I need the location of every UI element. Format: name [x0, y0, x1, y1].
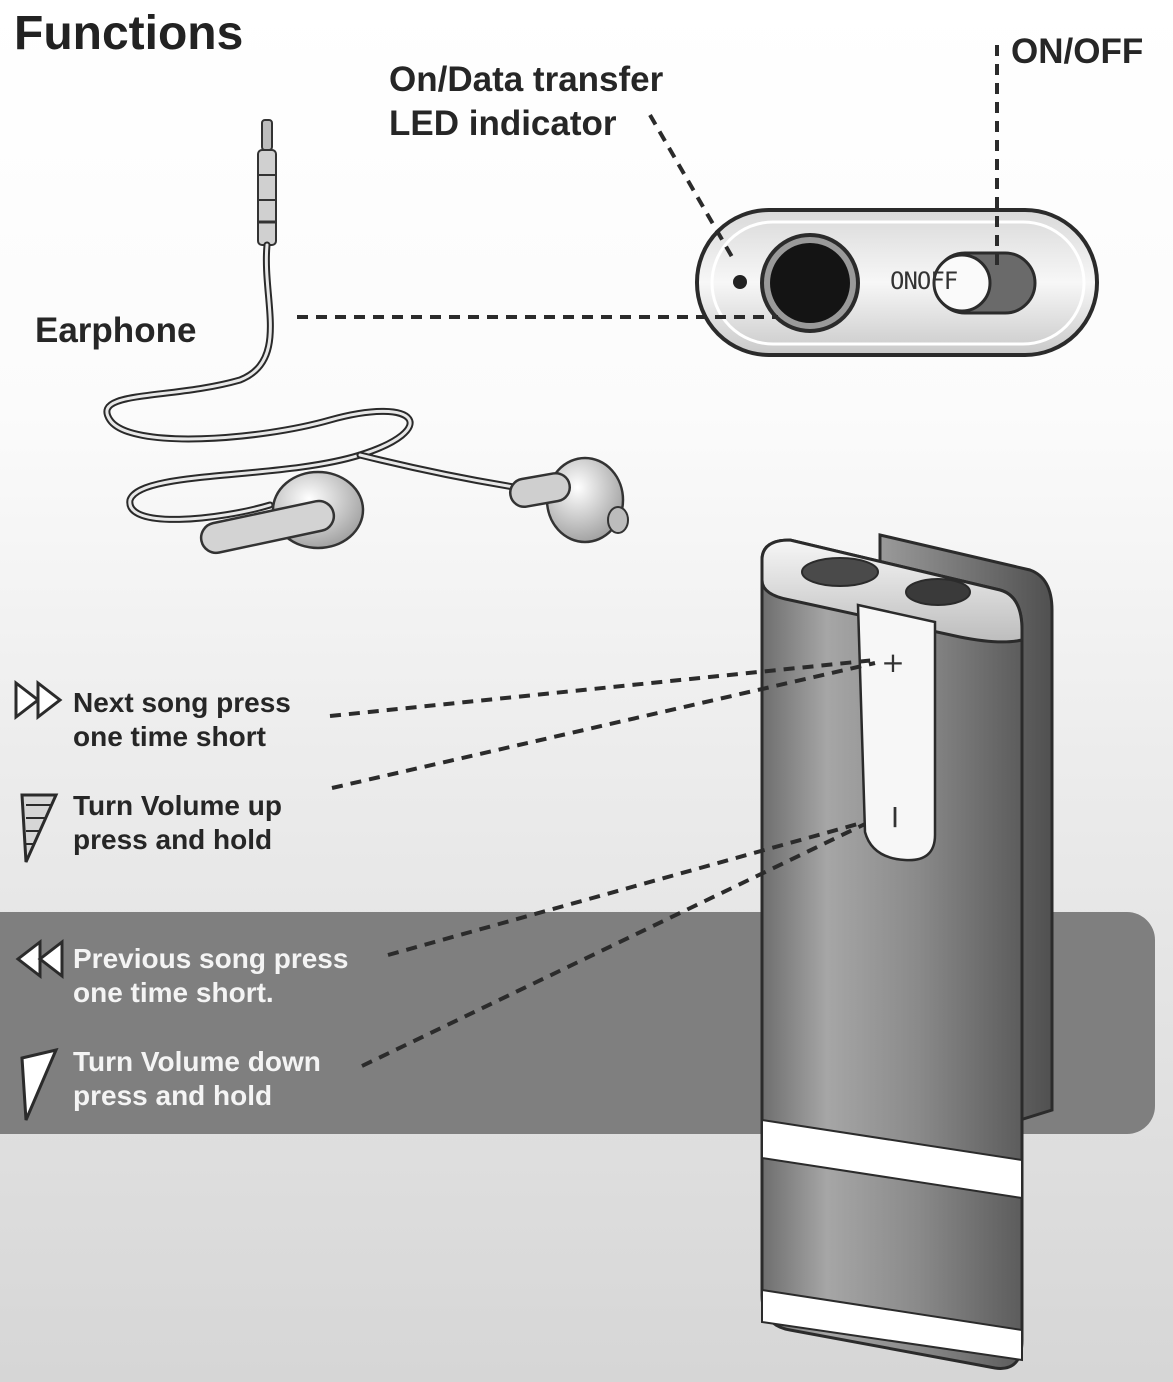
plus-key: +: [881, 646, 904, 679]
earphone-label: Earphone: [35, 311, 197, 350]
body-ring-lower: [761, 1288, 1023, 1362]
next-icon: [14, 679, 63, 721]
earphone-illustration: [103, 119, 629, 555]
function-icons: [14, 679, 64, 1121]
next-pointer: [329, 658, 876, 718]
previous-song-label: Previous song press one time short.: [73, 943, 349, 1008]
top-panel-illustration: [695, 208, 1099, 357]
led-label: On/Data transfer LED indicator: [389, 60, 664, 143]
power-switch-knob: [932, 253, 992, 313]
earbud-right-stem: [508, 471, 572, 509]
page-title: Functions: [14, 7, 244, 60]
previous-icon: [15, 938, 64, 980]
jack-plug: [257, 149, 277, 246]
volume-down-pointer: [361, 822, 866, 1068]
volume-up-pointer: [331, 661, 876, 790]
cable-outline: [103, 241, 414, 523]
led-pointer: [648, 113, 737, 264]
next-song-label: Next song press one time short: [73, 687, 291, 752]
led-indicator: [733, 275, 747, 289]
minus-key: I: [891, 801, 899, 834]
volume-down-icon: [20, 1047, 59, 1121]
device-switch: [905, 578, 971, 606]
body-ring-upper: [761, 1118, 1023, 1200]
volume-up-icon: [20, 793, 59, 863]
switch-text: ONOFF: [890, 267, 958, 295]
device-illustration: [760, 533, 1054, 1370]
previous-pointer: [387, 820, 866, 957]
pointer-lines: [297, 45, 999, 1068]
earbud-left-stem: [199, 499, 336, 555]
volume-down-label: Turn Volume down press and hold: [73, 1046, 321, 1111]
volume-up-label: Turn Volume up press and hold: [73, 790, 282, 855]
button-strip: [856, 603, 937, 862]
onoff-label: ON/OFF: [1011, 32, 1144, 71]
device-jack: [801, 557, 879, 587]
jack-tip: [261, 119, 273, 151]
